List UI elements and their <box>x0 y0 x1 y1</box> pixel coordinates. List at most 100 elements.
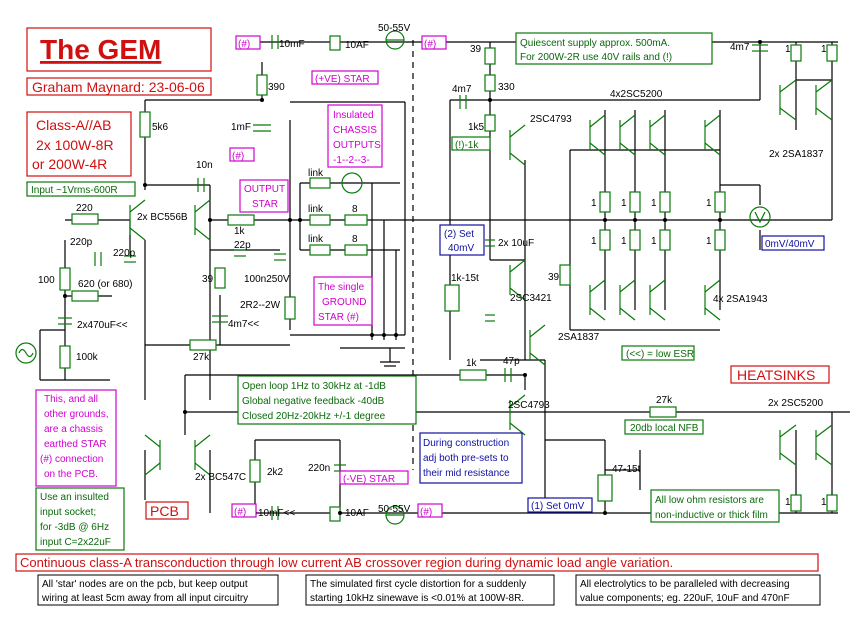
hash-box-1 <box>235 35 261 50</box>
label-620: 620 (or 680) <box>78 279 132 290</box>
label-1j: 1 <box>706 236 712 247</box>
label-2sc3421: 2SC3421 <box>510 293 552 304</box>
label-2sa1837: 2SA1837 <box>558 332 600 343</box>
grounds-line-1: This, and all <box>44 394 98 405</box>
low-ohm-box <box>650 489 780 523</box>
label-1k5: 1k5 <box>468 122 485 133</box>
socket-line-3: for -3dB @ 6Hz <box>40 522 109 533</box>
label-4x2sa1943: 4x 2SA1943 <box>713 294 768 305</box>
set40-line-1: (2) Set <box>444 229 474 240</box>
neg-star-box <box>339 470 409 485</box>
current-mirror-bc547c <box>144 434 211 476</box>
pos-star-box <box>311 70 379 85</box>
component-labels: 10mF 10AF 50-55V 39 4m7 1 1 390 1mF 5k6 … <box>38 23 827 519</box>
input-pair-bc556b <box>129 199 211 241</box>
set40-box <box>439 224 485 256</box>
label-39a: 39 <box>470 44 482 55</box>
resistors <box>59 44 838 512</box>
output-star-line-1: OUTPUT <box>244 184 285 195</box>
grounds-line-3: are a chassis <box>44 424 103 435</box>
label-5055vb: 50-55V <box>378 504 411 515</box>
label-10n: 10n <box>196 160 213 171</box>
construction-box <box>419 432 523 484</box>
footnote-1-line-1: All 'star' nodes are on the pcb, but kee… <box>42 579 248 590</box>
socket-line-4: input C=2x22uF <box>40 537 111 548</box>
input-note: Input ~1Vrms-600R <box>31 185 118 196</box>
label-1k-d: 1 <box>821 497 827 508</box>
auxiliary-output-transistors <box>779 79 833 466</box>
footnote-2-line-2: starting 10kHz sinewave is <0.01% at 100… <box>310 593 524 604</box>
hash-box-5 <box>417 503 443 518</box>
label-27kb: 27k <box>656 395 673 406</box>
label-4m7c: 4m7<< <box>228 319 259 330</box>
low-esr-box <box>621 345 695 361</box>
insulated-socket-box <box>35 487 125 551</box>
hash-box-3 <box>229 147 255 162</box>
label-22p: 22p <box>234 240 251 251</box>
label-220n: 220n <box>308 463 330 474</box>
label-5k6: 5k6 <box>152 122 169 133</box>
label-10af: 10AF <box>345 40 369 51</box>
label-link1: link <box>308 168 324 179</box>
mv-meter-box <box>761 235 825 251</box>
open-loop-line-2: Global negative feedback -40dB <box>242 396 385 407</box>
grounds-note-box <box>35 389 117 487</box>
set0-box <box>527 497 593 513</box>
label-link3: link <box>308 234 324 245</box>
class-line-2: 2x 100W-8R <box>36 137 114 153</box>
vas-transistor-2sc4793 <box>509 124 526 166</box>
label-1e: 1 <box>651 198 657 209</box>
label-1mf: 1mF <box>231 122 251 133</box>
class-line-1: Class-A//AB <box>36 117 111 133</box>
junction-dots <box>63 40 762 515</box>
label-5055v: 50-55V <box>378 23 411 34</box>
chassis-outputs-box <box>327 104 383 168</box>
construction-line-3: their mid resistance <box>423 468 510 479</box>
label-8b: 8 <box>352 234 358 245</box>
label-1c: 1 <box>591 198 597 209</box>
pcb-label: PCB <box>150 503 179 519</box>
footer-banner-box <box>15 553 819 572</box>
fuses <box>329 30 405 525</box>
label-1h: 1 <box>621 236 627 247</box>
label-2x2sa1837: 2x 2SA1837 <box>769 149 824 160</box>
footnote-box-1 <box>37 574 279 606</box>
label-1a: 1 <box>785 44 791 55</box>
label-8a: 8 <box>352 204 358 215</box>
label-1k15t: 1k-15t <box>451 273 479 284</box>
construction-line-1: During construction <box>423 438 509 449</box>
low-ohm-line-2: non-inductive or thick film <box>655 510 768 521</box>
footnote-3-line-2: value components; eg. 220uF, 10uF and 47… <box>580 593 790 604</box>
construction-line-2: adj both pre-sets to <box>423 453 509 464</box>
low-ohm-line-1: All low ohm resistors are <box>655 495 764 506</box>
label-2x470: 2x470uF<< <box>77 320 128 331</box>
label-100n: 100n250V <box>244 274 290 285</box>
footer-banner: Continuous class-A transconduction throu… <box>20 555 673 570</box>
grounds-line-4: earthed STAR <box>44 439 107 450</box>
local-nfb-box <box>624 419 704 435</box>
label-220pa: 220p <box>70 237 93 248</box>
grounds-line-6: on the PCB. <box>44 469 98 480</box>
quiescent-line-2: For 200W-2R use 40V rails and (!) <box>520 52 672 63</box>
title-box <box>26 27 212 72</box>
label-1d: 1 <box>621 198 627 209</box>
class-line-3: or 200W-4R <box>32 156 107 172</box>
output-transistors-upper <box>589 114 721 156</box>
label-4m7a: 4m7 <box>730 42 750 53</box>
ground-star-line-1: The single <box>318 282 365 293</box>
label-2r2: 2R2--2W <box>240 300 281 311</box>
voltmeter-v-icon <box>754 211 766 224</box>
label-100: 100 <box>38 275 55 286</box>
output-transistors-lower <box>589 279 721 321</box>
mv-meter: 0mV/40mV <box>765 239 815 250</box>
hash-3: (#) <box>232 151 244 162</box>
hash-2: (#) <box>424 39 436 50</box>
chassis-line-2: CHASSIS <box>333 125 377 136</box>
class-box <box>26 111 132 177</box>
label-100k: 100k <box>76 352 99 363</box>
chassis-line-3: OUTPUTS <box>333 140 381 151</box>
local-nfb: 20db local NFB <box>630 423 699 434</box>
heatsinks-label: HEATSINKS <box>737 367 815 383</box>
pcb-label-box <box>145 501 189 520</box>
label-220a: 220 <box>76 203 93 214</box>
